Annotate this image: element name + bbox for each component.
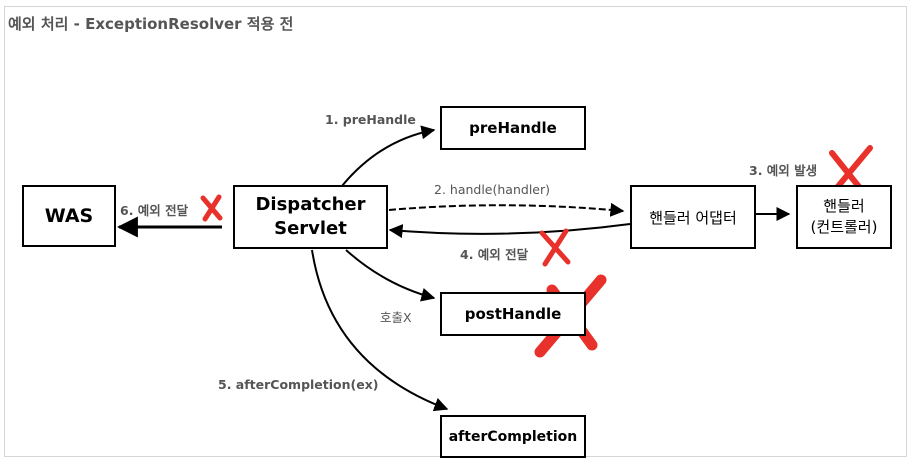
handler-node: 핸들러 (컨트롤러) [796,185,892,249]
cross-mark-return [539,228,571,267]
aftercompletion-node: afterCompletion [440,415,586,458]
adapter-label: 핸들러 어댑터 [649,208,737,227]
dispatcher-servlet-node: Dispatcher Servlet [233,185,388,249]
dispatcher-label-line2: Servlet [274,218,347,239]
edge-label-step2: 2. handle(handler) [434,182,550,197]
cross-mark-was [200,194,223,222]
dispatcher-label-line1: Dispatcher [255,194,366,215]
edge-handle [388,202,625,217]
edge-label-step6: 6. 예외 전달 [120,203,189,218]
edge-label-step5: 5. afterCompletion(ex) [218,377,379,392]
handler-label-line1: 핸들러 [823,197,865,215]
prehandle-node: preHandle [440,106,586,150]
edge-exception-back [388,223,631,239]
edge-aftercompletion [311,249,449,412]
aftercompletion-label: afterCompletion [448,428,578,445]
edge-prehandle [341,125,436,187]
posthandle-label: postHandle [464,305,562,323]
edge-label-step4: 4. 예외 전달 [460,247,529,262]
edge-posthandle [345,249,436,302]
was-node: WAS [22,185,116,247]
edge-label-step3: 3. 예외 발생 [749,163,818,178]
edge-label-step1: 1. preHandle [325,112,416,127]
was-label: WAS [44,205,94,227]
edge-label-not-called: 호출X [380,310,412,325]
posthandle-node: postHandle [440,292,586,336]
handler-label-line2: (컨트롤러) [810,218,878,236]
handler-adapter-node: 핸들러 어댑터 [630,185,756,249]
diagram-title: 예외 처리 - ExceptionResolver 적용 전 [8,15,294,33]
prehandle-label: preHandle [469,119,557,137]
cross-mark-handler [829,145,873,193]
